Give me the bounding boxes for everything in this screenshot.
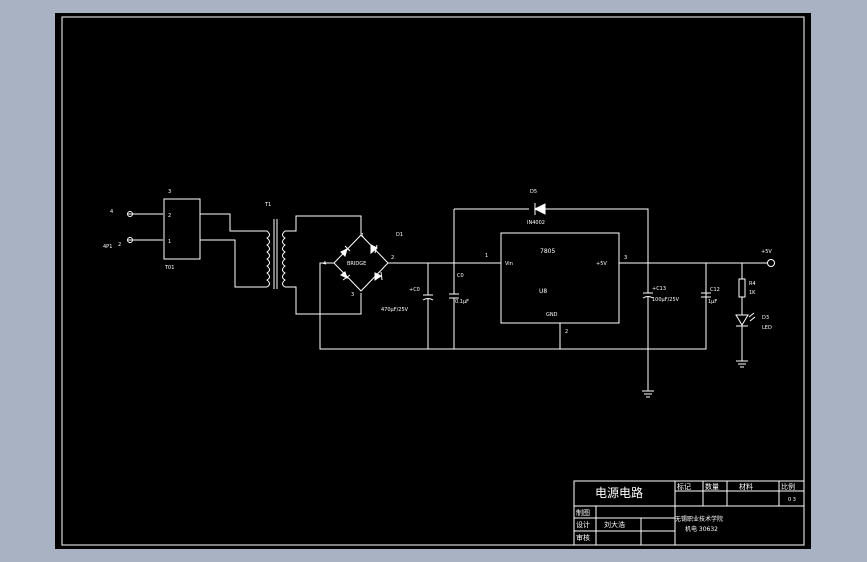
drawing-sheet: 4 4P1 2 3 2 1 T01 T1 1 4 3 2 — [55, 13, 811, 549]
bridge-pin-4-label: 4 — [323, 261, 326, 267]
title-block-drawn-label: 制图 — [576, 508, 590, 517]
diode-d5-ref: D5 — [530, 189, 537, 195]
title-block-class: 机电 30632 — [685, 525, 718, 533]
title-block-mark-header: 标记 — [677, 482, 691, 491]
capacitor-c13-ref: +C13 — [652, 286, 666, 292]
input-terminal-2-label: 2 — [118, 242, 121, 248]
capacitor-c0: C0 0.1µF — [449, 209, 469, 349]
regulator-name: 7805 — [540, 248, 555, 255]
resistor-r4: R4 1K — [738, 263, 756, 315]
input-connector-label: 4P1 — [103, 244, 112, 250]
switch-pin-2-label: 2 — [168, 213, 171, 219]
capacitor-c0-bulk: +C0 470µF/25V — [381, 263, 434, 349]
secondary-wire-bottom — [285, 286, 362, 315]
bridge-pin-1-label: 1 — [361, 233, 364, 239]
capacitor-c12-ref: C12 — [710, 287, 720, 293]
primary-wire-top — [200, 213, 267, 232]
resistor-r4-ref: R4 — [749, 281, 756, 287]
title-block: 电源电路 标记 数量 材料 比例 0 3 制图 设计 审核 刘大浩 无锡职业技术… — [573, 480, 805, 546]
regulator-pin-in: Vin — [505, 261, 513, 267]
title-block-design-label: 设计 — [576, 520, 590, 529]
regulator-pin-1-label: 1 — [485, 253, 488, 259]
transformer: T1 — [264, 202, 286, 289]
switch-pin-3-label: 3 — [168, 189, 171, 195]
secondary-wire-top — [285, 215, 362, 235]
transformer-ref-label: T1 — [264, 202, 271, 208]
capacitor-c12: C12 1µF — [701, 263, 720, 305]
output-terminal — [767, 259, 775, 267]
capacitor-c0-value: 0.1µF — [455, 299, 469, 305]
switch-ref-label: T01 — [164, 265, 174, 271]
output-label: +5V — [761, 249, 772, 255]
bridge-pin-3-label: 3 — [351, 292, 354, 298]
title-block-material-header: 材料 — [739, 482, 753, 491]
capacitor-c0-bulk-ref: +C0 — [409, 287, 420, 293]
bridge-pin-2-label: 2 — [391, 255, 394, 261]
input-connector: 4 4P1 2 — [103, 209, 163, 250]
regulator-ref: U8 — [539, 288, 547, 295]
title-block-scale-header: 比例 — [781, 482, 795, 491]
capacitor-c13-value: 100µF/25V — [652, 297, 680, 303]
regulator-pin-3-label: 3 — [624, 255, 627, 261]
title-block-designer: 刘大浩 — [604, 520, 625, 529]
bridge-output-ref-label: D1 — [396, 232, 403, 238]
regulator-pin-2-label: 2 — [565, 329, 568, 335]
schematic-drawing: 4 4P1 2 3 2 1 T01 T1 1 4 3 2 — [61, 16, 805, 546]
drawing-border — [61, 16, 805, 546]
input-terminal-4-label: 4 — [110, 209, 113, 215]
title-block-qty-header: 数量 — [705, 482, 719, 491]
capacitor-c12-value: 1µF — [708, 299, 717, 305]
bridge-rectifier: 1 4 3 2 BRIDGE D1 — [323, 232, 403, 298]
led-d3: D3 LED — [735, 312, 772, 368]
drawing-title: 电源电路 — [595, 485, 643, 500]
title-block-check-label: 审核 — [576, 533, 590, 542]
diode-d5-value: IN4002 — [527, 220, 545, 226]
bridge-ref-label: BRIDGE — [347, 261, 366, 267]
led-d3-value: LED — [762, 325, 772, 331]
regulator-7805: 7805 U8 Vin +5V GND 1 3 2 — [485, 232, 627, 349]
primary-wire-bottom — [200, 239, 267, 288]
diode-d5: D5 IN4002 — [454, 189, 649, 263]
resistor-r4-value: 1K — [749, 290, 756, 296]
capacitor-c0-ref: C0 — [457, 273, 464, 279]
switch-block: 3 2 1 T01 — [163, 189, 201, 271]
regulator-pin-gnd: GND — [546, 312, 558, 318]
led-d3-ref: D3 — [762, 315, 769, 321]
capacitor-c0-bulk-value: 470µF/25V — [381, 307, 409, 313]
capacitor-c13: +C13 100µF/25V — [642, 263, 680, 398]
regulator-pin-out: +5V — [596, 261, 607, 267]
title-block-scale-value: 0 3 — [788, 497, 796, 503]
title-block-school: 无锡职业技术学院 — [675, 515, 723, 523]
ground-rail — [319, 262, 707, 350]
switch-pin-1-label: 1 — [168, 239, 171, 245]
